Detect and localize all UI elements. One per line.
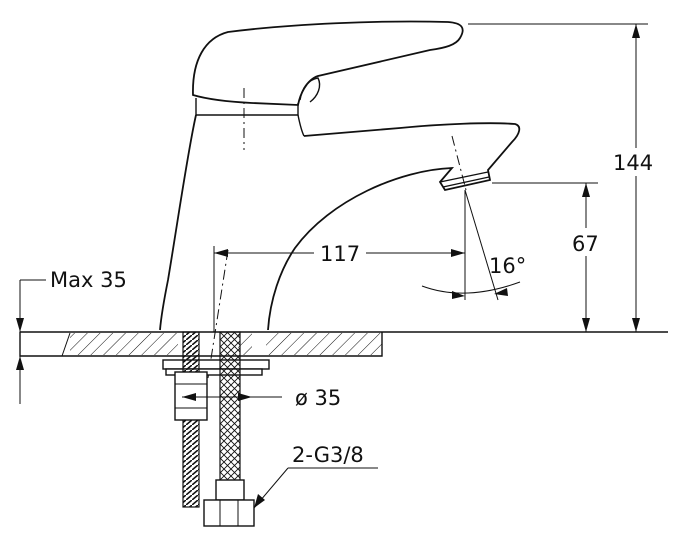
dim-deck-thickness (16, 279, 46, 404)
label-spout-reach: 117 (320, 242, 360, 266)
label-total-height: 144 (613, 151, 653, 175)
dim-hole-diameter (182, 393, 282, 401)
center-lines (207, 88, 499, 379)
mounting-hardware (162, 331, 270, 527)
dim-spout-reach (214, 240, 465, 266)
deck-hatch-center (238, 333, 252, 355)
handle-lever (192, 20, 464, 106)
faucet-body (159, 20, 521, 331)
dim-connection-thread (253, 467, 378, 509)
deck-hatch-right (266, 333, 382, 355)
label-hole-diameter: ø 35 (295, 386, 341, 410)
spout (267, 122, 521, 331)
label-connection-thread: 2-G3/8 (292, 443, 364, 467)
dim-spout-angle (421, 281, 521, 299)
countertop (19, 331, 668, 357)
label-spout-angle: 16° (489, 254, 526, 278)
braided-hose (219, 331, 241, 488)
hose-nut (203, 499, 255, 527)
dim-total-height (468, 23, 658, 332)
label-deck-thickness: Max 35 (50, 268, 127, 292)
dim-spout-height (492, 182, 606, 332)
label-spout-height: 67 (572, 232, 599, 256)
deck-hatch-left (70, 333, 178, 355)
